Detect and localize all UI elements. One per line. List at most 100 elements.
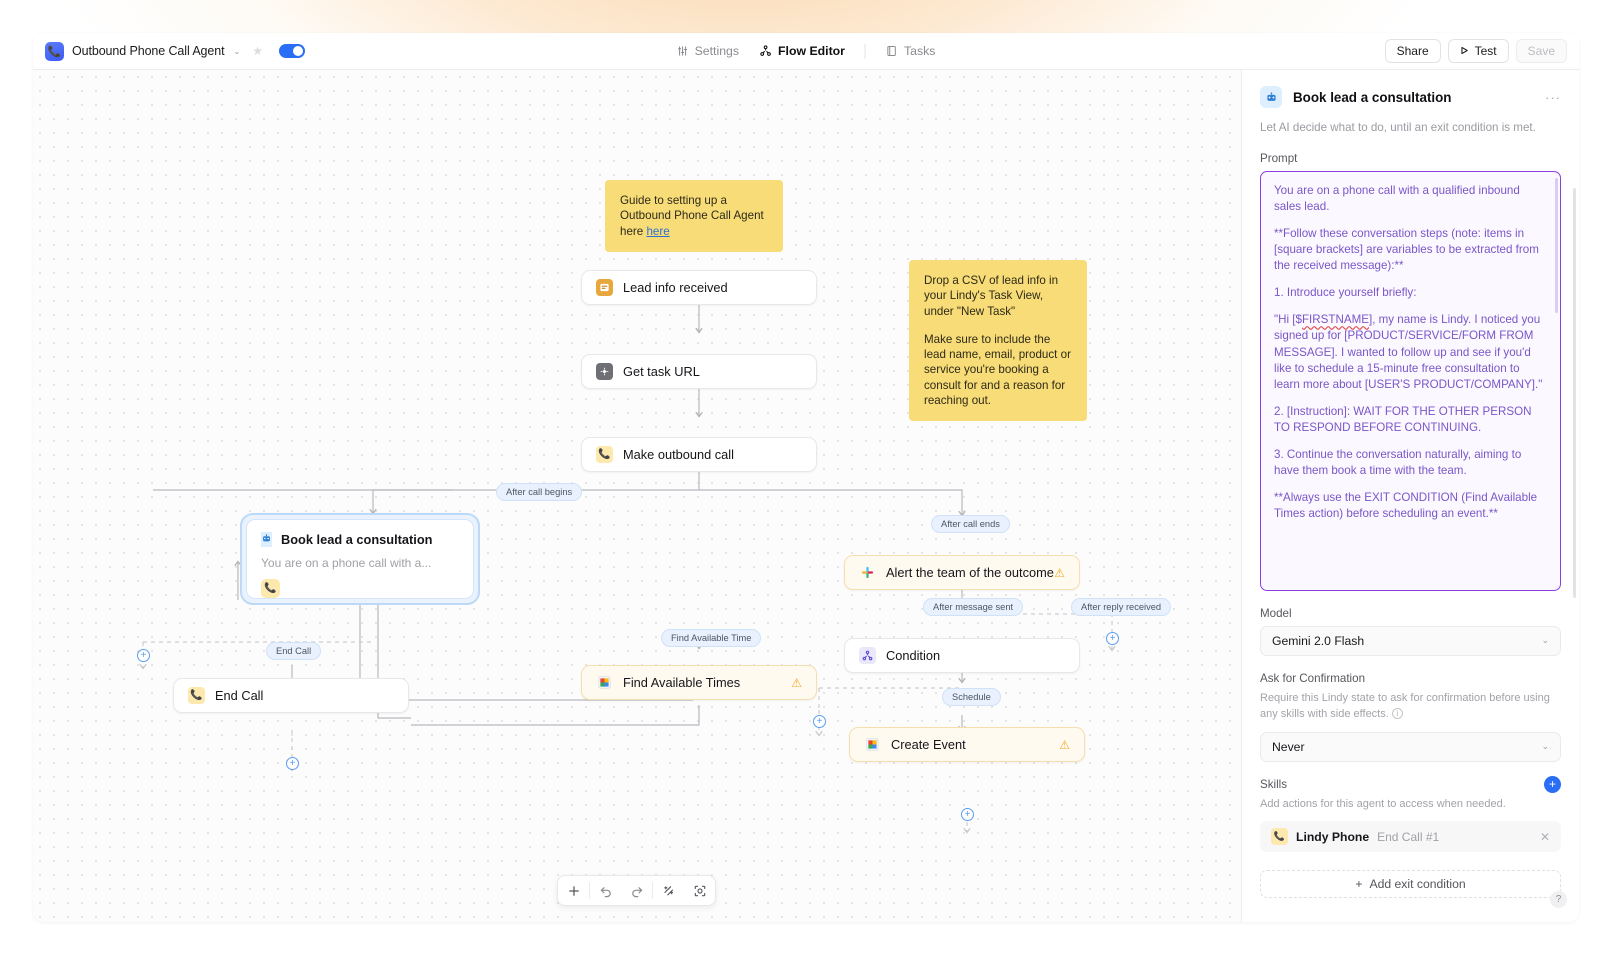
edge-label-find-available-time[interactable]: Find Available Time <box>661 629 762 647</box>
add-node-button[interactable] <box>558 876 589 905</box>
add-exit-condition-button[interactable]: + Add exit condition <box>1260 870 1561 899</box>
sticky-csv-p2: Make sure to include the lead name, emai… <box>924 332 1071 408</box>
node-find-available-times[interactable]: Find Available Times ⚠ <box>581 665 817 700</box>
play-icon <box>1460 44 1469 58</box>
node-label: End Call <box>215 688 264 703</box>
undo-button[interactable] <box>590 876 621 905</box>
add-step-handle[interactable]: + <box>813 715 826 728</box>
add-step-handle[interactable]: + <box>1106 632 1119 645</box>
tab-tasks[interactable]: Tasks <box>877 39 944 63</box>
panel-scrollbar[interactable] <box>1573 188 1576 598</box>
google-calendar-icon <box>864 736 881 753</box>
selected-card-title-row: Book lead a consultation <box>261 532 459 547</box>
lindy-icon <box>596 363 613 380</box>
node-book-lead-a-consultation-selected[interactable]: Book lead a consultation You are on a ph… <box>240 513 480 605</box>
prompt-scrollbar[interactable] <box>1555 177 1558 313</box>
node-label: Lead info received <box>623 280 728 295</box>
prompt-p4-b: ], my name is Lindy. I noticed you signe… <box>1274 313 1543 391</box>
tab-flow-editor[interactable]: Flow Editor <box>751 39 854 63</box>
share-button[interactable]: Share <box>1384 39 1441 63</box>
test-button-label: Test <box>1474 44 1497 58</box>
model-select[interactable]: Gemini 2.0 Flash ⌄ <box>1260 625 1561 656</box>
lead-form-icon <box>596 279 613 296</box>
agent-identity: 📞 Outbound Phone Call Agent ⌄ ★ <box>33 41 305 61</box>
panel-title: Book lead a consultation <box>1293 89 1452 105</box>
selected-card-subtitle: You are on a phone call with a... <box>261 556 432 570</box>
ask-for-confirmation-description: Require this Lindy state to ask for conf… <box>1242 691 1579 723</box>
phone-icon: 📞 <box>261 579 280 598</box>
google-calendar-icon <box>596 674 613 691</box>
node-label: Get task URL <box>623 364 700 379</box>
details-panel[interactable]: Book lead a consultation ··· Let AI deci… <box>1241 70 1579 922</box>
edge-label-after-reply-received[interactable]: After reply received <box>1071 598 1172 616</box>
sticky-guide-line3: here <box>620 224 647 238</box>
tab-tasks-label: Tasks <box>903 44 936 58</box>
redo-button[interactable] <box>621 876 652 905</box>
prompt-p6: 3. Continue the conversation naturally, … <box>1274 448 1522 478</box>
node-get-task-url[interactable]: Get task URL <box>581 354 817 389</box>
selected-card-title: Book lead a consultation <box>281 532 433 547</box>
edge-label-after-message-sent[interactable]: After message sent <box>923 598 1024 616</box>
top-bar-actions: Share Test Save <box>1384 39 1579 63</box>
node-lead-info-received[interactable]: Lead info received <box>581 270 817 305</box>
prompt-p3: 1. Introduce yourself briefly: <box>1274 286 1417 300</box>
main-nav: Settings Flow Editor Tasks <box>668 39 945 63</box>
edge-label-after-call-ends[interactable]: After call ends <box>931 515 1010 533</box>
node-condition[interactable]: Condition <box>844 638 1080 673</box>
confirmation-desc-text: Require this Lindy state to ask for conf… <box>1260 691 1550 720</box>
prompt-p5: 2. [Instruction]: WAIT FOR THE OTHER PER… <box>1274 404 1532 434</box>
phone-icon: 📞 <box>188 687 205 704</box>
add-step-handle[interactable]: + <box>961 808 974 821</box>
info-icon[interactable]: i <box>1391 708 1403 720</box>
add-step-handle[interactable]: + <box>137 649 150 662</box>
phone-icon: 📞 <box>1271 828 1288 846</box>
model-label: Model <box>1260 606 1292 620</box>
remove-skill-icon[interactable]: ✕ <box>1539 829 1550 844</box>
node-label: Condition <box>886 648 941 663</box>
phone-icon: 📞 <box>45 41 64 61</box>
sticky-csv-p1: Drop a CSV of lead info in your Lindy's … <box>924 274 1059 318</box>
flow-canvas[interactable]: Guide to setting up a Outbound Phone Cal… <box>33 70 1241 922</box>
guide-link[interactable]: here <box>646 224 670 238</box>
skills-label-row: Skills + <box>1242 762 1579 797</box>
node-label: Make outbound call <box>623 447 734 462</box>
skill-item-lindy-phone[interactable]: 📞 Lindy Phone End Call #1 ✕ <box>1260 821 1561 853</box>
app-window: 📞 Outbound Phone Call Agent ⌄ ★ Settings <box>33 33 1579 922</box>
agent-enabled-toggle[interactable] <box>278 44 305 58</box>
confirmation-select[interactable]: Never ⌄ <box>1260 731 1561 762</box>
auto-layout-button[interactable] <box>653 876 684 905</box>
phone-icon: 📞 <box>596 446 613 463</box>
add-skill-button[interactable]: + <box>1544 775 1561 793</box>
add-step-handle[interactable]: + <box>286 757 299 770</box>
tab-settings[interactable]: Settings <box>668 39 748 63</box>
panel-header: Book lead a consultation ··· <box>1242 70 1579 108</box>
top-bar: 📞 Outbound Phone Call Agent ⌄ ★ Settings <box>33 33 1579 70</box>
warning-icon: ⚠ <box>1059 737 1070 752</box>
node-end-call[interactable]: 📞 End Call <box>173 678 409 713</box>
node-create-event[interactable]: Create Event ⚠ <box>849 727 1085 762</box>
robot-icon <box>1260 86 1282 108</box>
prompt-label: Prompt <box>1260 151 1298 165</box>
sticky-note-guide[interactable]: Guide to setting up a Outbound Phone Cal… <box>605 180 783 252</box>
chevron-down-icon[interactable]: ⌄ <box>233 46 241 56</box>
chevron-down-icon: ⌄ <box>1541 741 1549 752</box>
star-icon[interactable]: ★ <box>252 44 263 58</box>
skills-description: Add actions for this agent to access whe… <box>1260 797 1506 810</box>
skills-label: Skills <box>1260 777 1288 791</box>
panel-menu-icon[interactable]: ··· <box>1545 89 1561 105</box>
prompt-variable-firstname: FIRSTNAME <box>1301 313 1369 327</box>
node-make-outbound-call[interactable]: 📞 Make outbound call <box>581 437 817 472</box>
robot-icon <box>261 532 272 547</box>
fit-view-button[interactable] <box>684 876 715 905</box>
edge-label-end-call[interactable]: End Call <box>266 642 322 660</box>
help-button[interactable]: ? <box>1550 891 1567 908</box>
prompt-textarea[interactable]: You are on a phone call with a qualified… <box>1260 170 1561 591</box>
node-label: Create Event <box>891 737 966 752</box>
save-button[interactable]: Save <box>1515 39 1567 63</box>
node-alert-the-team[interactable]: Alert the team of the outcome ⚠ <box>844 555 1080 590</box>
edge-label-schedule[interactable]: Schedule <box>942 688 1001 706</box>
edge-label-after-call-begins[interactable]: After call begins <box>496 483 583 501</box>
test-button[interactable]: Test <box>1447 39 1509 63</box>
sticky-note-csv[interactable]: Drop a CSV of lead info in your Lindy's … <box>909 260 1087 422</box>
tab-settings-label: Settings <box>694 44 740 58</box>
